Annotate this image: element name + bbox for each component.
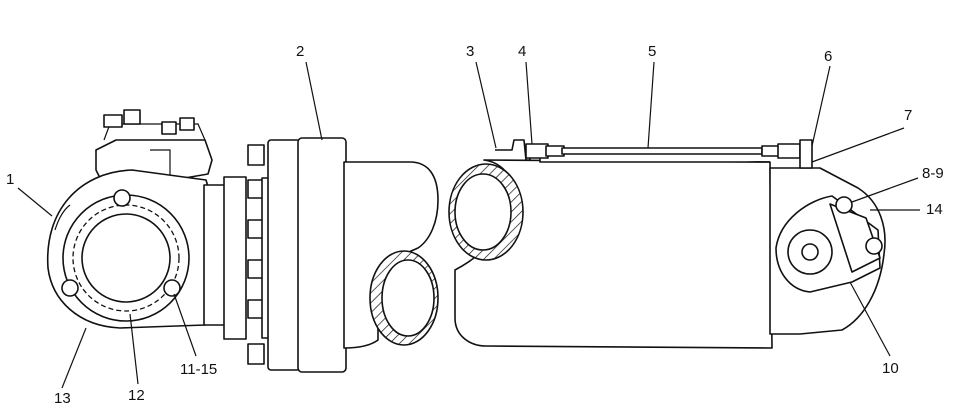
leader-3 <box>475 61 497 149</box>
callout-13: 13 <box>54 390 71 407</box>
callout-5: 5 <box>648 43 656 60</box>
leader-1 <box>17 187 53 217</box>
callout-labels: 1 2 3 4 5 6 7 8-9 14 10 11-15 12 13 <box>6 43 944 407</box>
leader-lines <box>17 61 920 389</box>
rear-eye-cap <box>46 169 213 329</box>
leader-10 <box>849 281 891 357</box>
callout-4: 4 <box>518 43 526 60</box>
callout-6: 6 <box>824 48 832 65</box>
cylinder-tube <box>448 159 773 349</box>
callout-11-15: 11-15 <box>180 361 217 378</box>
callout-12: 12 <box>128 387 145 404</box>
callout-10: 10 <box>882 360 899 377</box>
callout-14: 14 <box>926 201 943 218</box>
head-neck <box>203 176 247 340</box>
flange-bolts <box>247 144 273 365</box>
leader-13 <box>61 327 87 389</box>
callout-7: 7 <box>904 107 912 124</box>
leader-4 <box>525 61 533 145</box>
leader-12 <box>129 313 139 385</box>
leader-8 <box>851 177 919 203</box>
callout-2: 2 <box>296 43 304 60</box>
callout-8-9: 8-9 <box>922 165 944 182</box>
leader-11 <box>173 293 197 357</box>
leader-7 <box>811 127 905 163</box>
barrel-front <box>343 161 439 349</box>
callout-1: 1 <box>6 171 14 188</box>
callout-3: 3 <box>466 43 474 60</box>
leader-5 <box>647 61 655 149</box>
flange-ring <box>267 137 347 373</box>
pipe-assembly <box>495 139 813 169</box>
leader-6 <box>811 65 831 147</box>
rod-end-eye <box>769 167 886 335</box>
leader-2 <box>305 61 323 141</box>
